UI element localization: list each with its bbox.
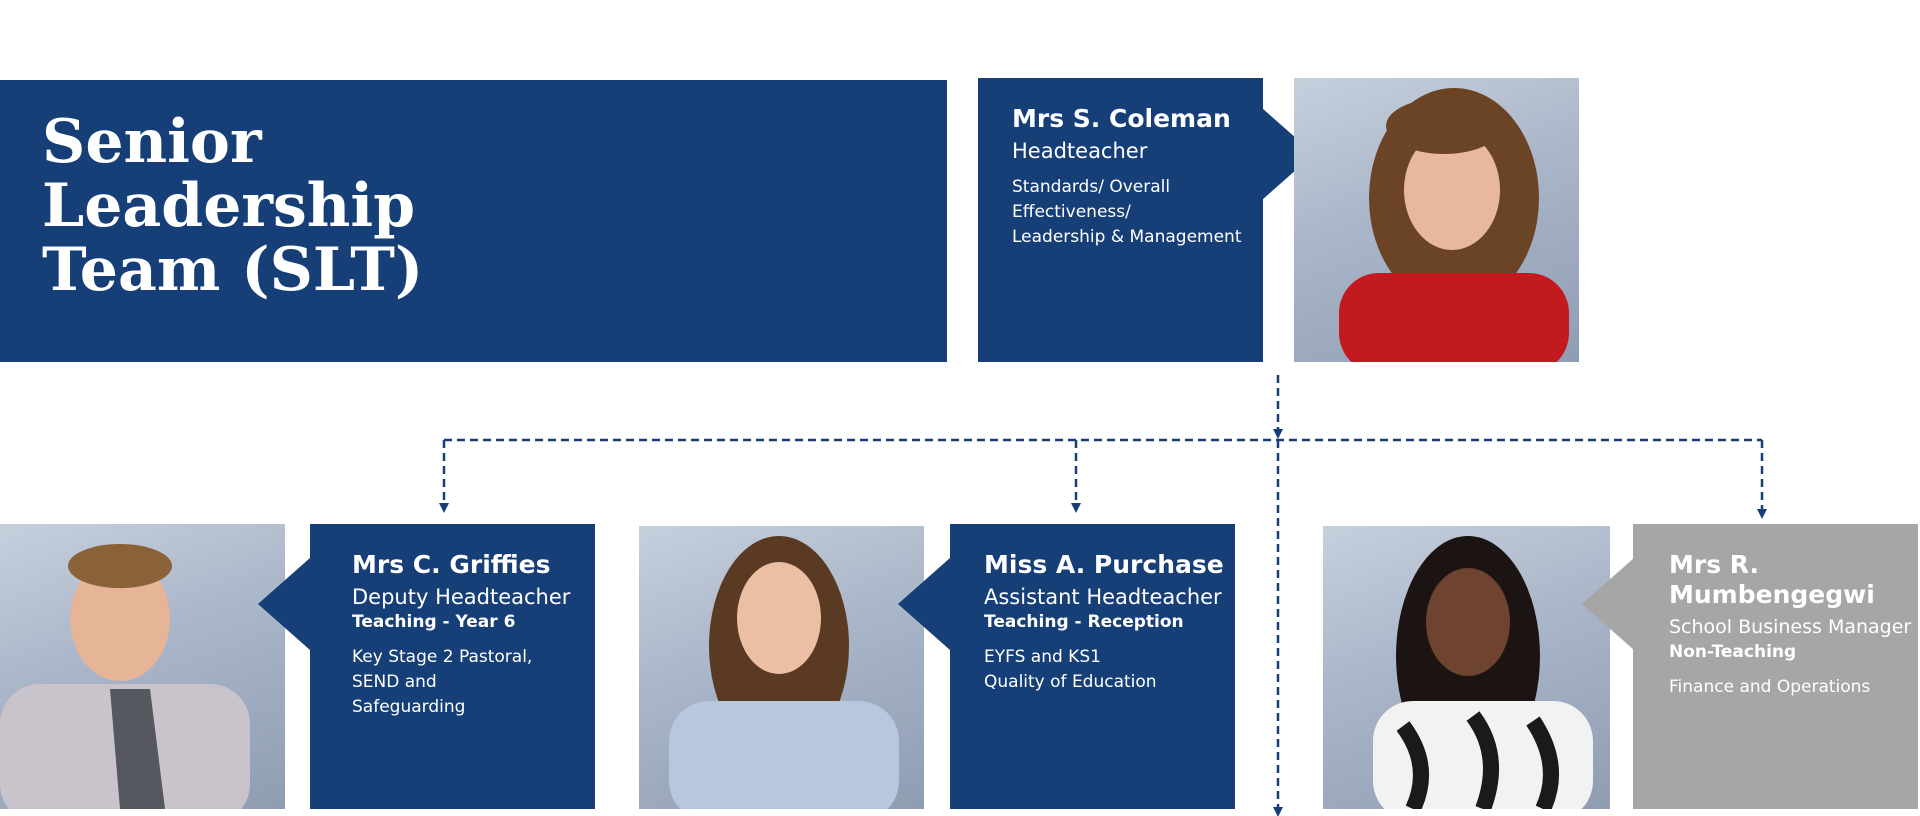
staff-name: Miss A. Purchase: [984, 550, 1224, 579]
staff-duty: EYFS and KS1: [984, 647, 1101, 667]
staff-name: Mumbengegwi: [1669, 580, 1875, 609]
staff-role: School Business Manager: [1669, 616, 1912, 638]
staff-duty: Key Stage 2 Pastoral,: [352, 647, 533, 667]
staff-duty: SEND and: [352, 672, 437, 692]
title-line-2: Leadership: [42, 171, 416, 241]
title-line-3: Team (SLT): [42, 235, 424, 305]
headteacher-name: Mrs S. Coleman: [1012, 104, 1231, 133]
staff-role: Deputy Headteacher: [352, 585, 571, 609]
staff-type: Teaching - Reception: [984, 612, 1184, 632]
page-title: Senior Leadership Team (SLT): [42, 110, 642, 302]
title-banner: Senior Leadership Team (SLT): [0, 80, 947, 362]
headteacher-duty: Effectiveness/: [1012, 202, 1131, 222]
assistant-photo: [639, 526, 924, 809]
business-manager-card: Mrs R. Mumbengegwi School Business Manag…: [1633, 524, 1918, 809]
headteacher-duty: Standards/ Overall: [1012, 177, 1171, 197]
staff-duty: Quality of Education: [984, 672, 1157, 692]
headteacher-role: Headteacher: [1012, 139, 1148, 163]
deputy-card: Mrs C. Griffies Deputy Headteacher Teach…: [310, 524, 595, 809]
deputy-pointer: [258, 558, 310, 650]
assistant-pointer: [898, 558, 950, 650]
staff-role: Assistant Headteacher: [984, 585, 1222, 609]
staff-duty: Safeguarding: [352, 697, 466, 717]
headteacher-card: Mrs S. Coleman Headteacher Standards/ Ov…: [978, 78, 1263, 362]
staff-type: Teaching - Year 6: [352, 612, 516, 632]
title-line-1: Senior: [42, 107, 262, 177]
headteacher-photo: [1294, 78, 1579, 362]
deputy-photo: [0, 524, 285, 809]
staff-duty: Finance and Operations: [1669, 677, 1871, 697]
assistant-card: Miss A. Purchase Assistant Headteacher T…: [950, 524, 1235, 809]
business-manager-photo: [1323, 526, 1610, 809]
staff-name: Mrs R.: [1669, 550, 1760, 579]
staff-name: Mrs C. Griffies: [352, 550, 551, 579]
staff-type: Non-Teaching: [1669, 642, 1797, 662]
headteacher-duty: Leadership & Management: [1012, 227, 1242, 247]
business-manager-pointer: [1582, 558, 1634, 650]
